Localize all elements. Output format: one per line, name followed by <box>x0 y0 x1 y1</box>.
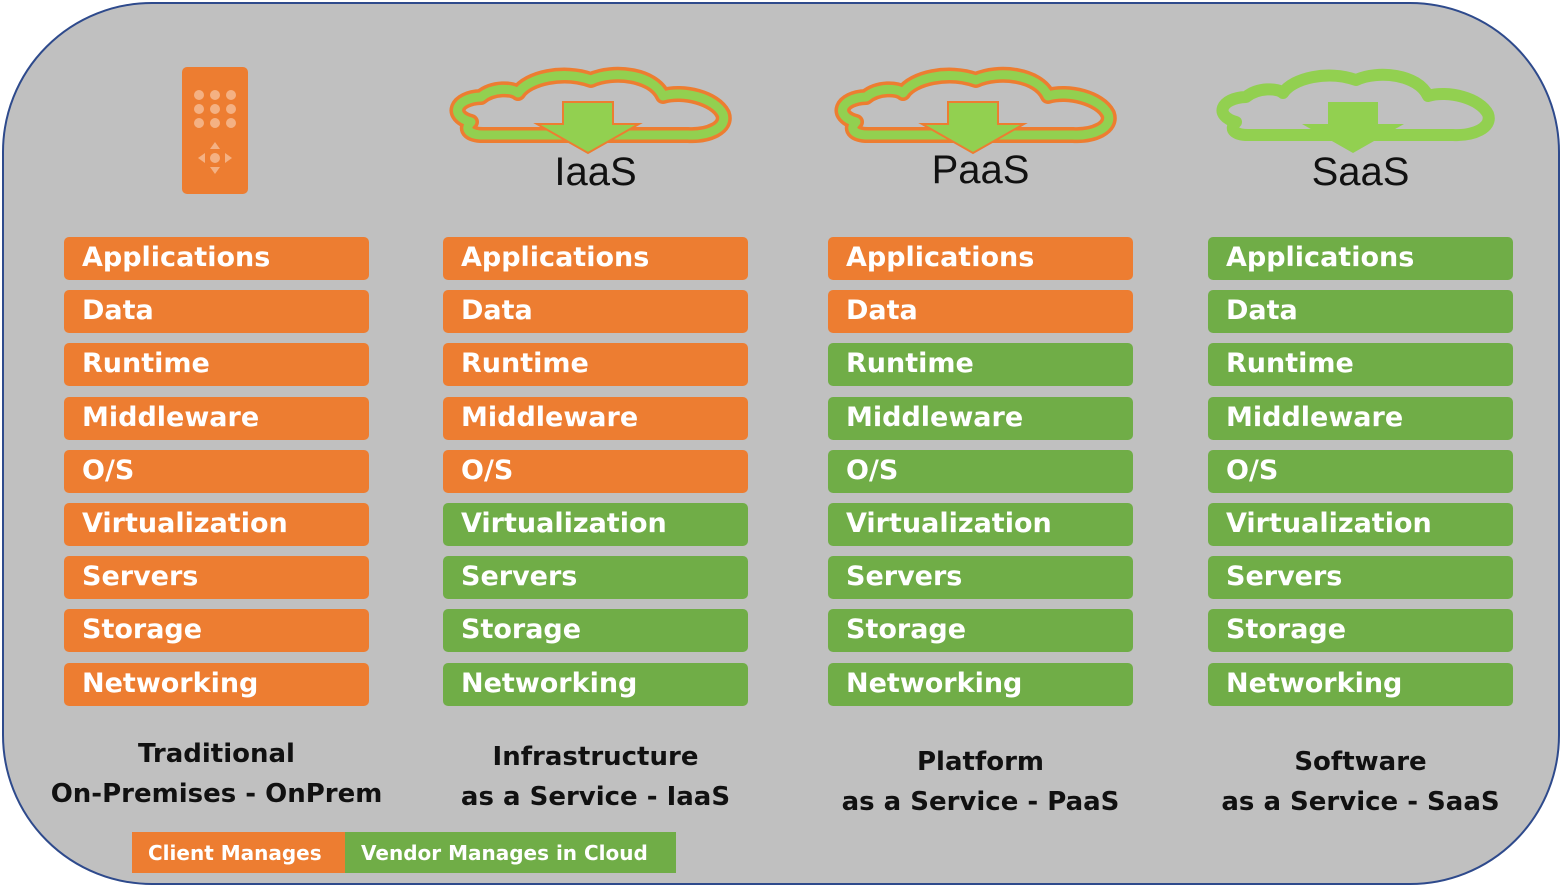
onprem-layer-data: Data <box>64 290 369 334</box>
saas-layer-data: Data <box>1208 290 1513 334</box>
legend: Client Manages Vendor Manages in Cloud <box>132 832 676 873</box>
saas-heading: SaaS <box>1311 150 1410 194</box>
onprem-icon-slot <box>64 60 369 200</box>
remote-control-icon <box>182 67 248 194</box>
onprem-layer-servers: Servers <box>64 556 369 600</box>
iaas-heading: IaaS <box>554 150 637 194</box>
saas-caption: Software as a Service - SaaS <box>1168 742 1553 822</box>
onprem-layer-networking: Networking <box>64 662 369 706</box>
iaas-layer-virtualization: Virtualization <box>443 502 748 546</box>
cloud-download-icon <box>834 66 1117 155</box>
paas-layer-os: O/S <box>828 449 1133 493</box>
column-paas: PaaS Applications Data Runtime Middlewar… <box>828 0 1133 889</box>
paas-caption-line-1: Platform <box>916 747 1045 777</box>
paas-layer-servers: Servers <box>828 556 1133 600</box>
cloud-download-icon <box>449 66 732 155</box>
saas-stack: Applications Data Runtime Middleware O/S… <box>1208 237 1513 716</box>
iaas-layer-servers: Servers <box>443 556 748 600</box>
cloud-download-icon <box>1216 68 1495 153</box>
onprem-layer-os: O/S <box>64 449 369 493</box>
saas-icon-slot <box>1208 60 1513 200</box>
iaas-caption-line-2: as a Service - IaaS <box>460 782 731 812</box>
saas-caption-line-1: Software <box>1294 747 1427 777</box>
legend-client-manages: Client Manages <box>132 832 345 873</box>
saas-layer-virtualization: Virtualization <box>1208 502 1513 546</box>
paas-icon-slot <box>828 60 1133 200</box>
column-saas: SaaS Applications Data Runtime Middlewar… <box>1208 0 1513 889</box>
onprem-caption: Traditional On-Premises - OnPrem <box>24 734 409 814</box>
iaas-stack: Applications Data Runtime Middleware O/S… <box>443 237 748 716</box>
onprem-layer-virtualization: Virtualization <box>64 502 369 546</box>
onprem-caption-line-2: On-Premises - OnPrem <box>50 779 383 809</box>
saas-caption-line-2: as a Service - SaaS <box>1221 787 1500 817</box>
iaas-icon-slot <box>443 60 748 200</box>
column-onprem: Applications Data Runtime Middleware O/S… <box>51 0 382 889</box>
iaas-layer-data: Data <box>443 290 748 334</box>
iaas-layer-os: O/S <box>443 449 748 493</box>
paas-layer-networking: Networking <box>828 662 1133 706</box>
onprem-layer-middleware: Middleware <box>64 396 369 440</box>
onprem-layer-applications: Applications <box>64 237 369 280</box>
saas-layer-networking: Networking <box>1208 662 1513 706</box>
paas-layer-middleware: Middleware <box>828 396 1133 440</box>
iaas-caption: Infrastructure as a Service - IaaS <box>403 737 788 817</box>
paas-heading: PaaS <box>931 148 1030 192</box>
iaas-layer-storage: Storage <box>443 609 748 653</box>
saas-layer-middleware: Middleware <box>1208 396 1513 440</box>
saas-layer-os: O/S <box>1208 449 1513 493</box>
onprem-caption-line-1: Traditional <box>138 739 295 769</box>
paas-caption-line-2: as a Service - PaaS <box>841 787 1120 817</box>
paas-caption: Platform as a Service - PaaS <box>788 742 1173 822</box>
column-iaas: IaaS Applications Data Runtime Middlewar… <box>443 0 748 889</box>
iaas-layer-applications: Applications <box>443 237 748 280</box>
saas-layer-applications: Applications <box>1208 237 1513 280</box>
onprem-layer-runtime: Runtime <box>64 343 369 387</box>
iaas-layer-runtime: Runtime <box>443 343 748 387</box>
saas-layer-runtime: Runtime <box>1208 343 1513 387</box>
paas-layer-virtualization: Virtualization <box>828 502 1133 546</box>
paas-layer-storage: Storage <box>828 609 1133 653</box>
legend-vendor-manages: Vendor Manages in Cloud <box>345 832 676 873</box>
saas-layer-storage: Storage <box>1208 609 1513 653</box>
iaas-layer-middleware: Middleware <box>443 396 748 440</box>
paas-layer-runtime: Runtime <box>828 343 1133 387</box>
iaas-layer-networking: Networking <box>443 662 748 706</box>
iaas-caption-line-1: Infrastructure <box>492 742 699 772</box>
paas-layer-applications: Applications <box>828 237 1133 280</box>
onprem-layer-storage: Storage <box>64 609 369 653</box>
paas-layer-data: Data <box>828 290 1133 334</box>
paas-stack: Applications Data Runtime Middleware O/S… <box>828 237 1133 716</box>
onprem-stack: Applications Data Runtime Middleware O/S… <box>64 237 369 716</box>
saas-layer-servers: Servers <box>1208 556 1513 600</box>
